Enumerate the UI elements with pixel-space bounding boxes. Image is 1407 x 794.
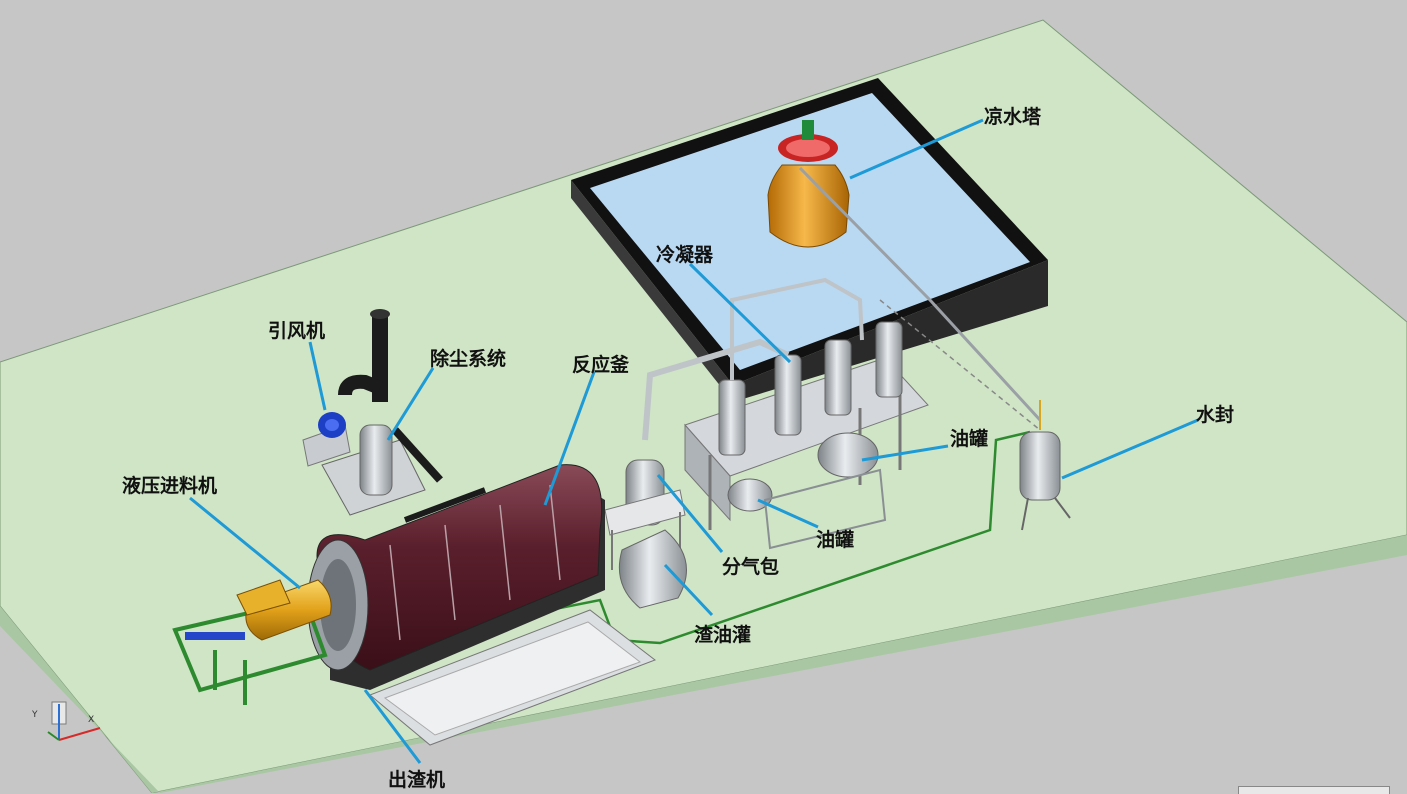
- label-water-seal: 水封: [1196, 404, 1235, 426]
- axis-indicator-icon: Y X: [31, 701, 101, 741]
- gas-separator: [604, 459, 686, 570]
- water-seal-tank: [1019, 400, 1071, 531]
- label-condenser: 冷凝器: [656, 244, 714, 266]
- condenser-platform: [684, 357, 929, 530]
- axis-y-label: Y: [31, 710, 38, 720]
- oil-tank-right: [817, 432, 879, 478]
- induced-fan: [302, 412, 351, 467]
- dust-removal-system: [321, 309, 443, 516]
- axis-x-label: X: [88, 715, 94, 725]
- label-slag-discharger: 出渣机: [388, 769, 446, 791]
- label-reactor: 反应釜: [572, 354, 630, 376]
- tower-pipes: [798, 166, 1042, 422]
- cooling-tower: [767, 120, 850, 248]
- corner-tab: [1238, 786, 1390, 794]
- tower-pipes-dash: [879, 299, 1041, 431]
- label-induced-fan: 引风机: [268, 320, 326, 342]
- leader-lines: [189, 118, 1199, 764]
- slag-pit: [369, 609, 657, 746]
- oil-tank-lower: [727, 468, 887, 550]
- reactor-kiln: [307, 464, 605, 690]
- label-oil-tank-lower: 油罐: [816, 529, 855, 551]
- label-gas-separator: 分气包: [722, 556, 780, 578]
- label-cooling-tower: 凉水塔: [984, 106, 1042, 128]
- label-slag-oil-tank: 渣油灌: [694, 624, 752, 646]
- hydraulic-feeder: [172, 579, 332, 705]
- condenser-columns: [642, 277, 903, 456]
- label-dust-removal: 除尘系统: [430, 348, 507, 370]
- slag-oil-tank: [618, 529, 687, 609]
- label-oil-tank-right: 油罐: [950, 428, 989, 450]
- label-hydraulic-feeder: 液压进料机: [122, 475, 218, 497]
